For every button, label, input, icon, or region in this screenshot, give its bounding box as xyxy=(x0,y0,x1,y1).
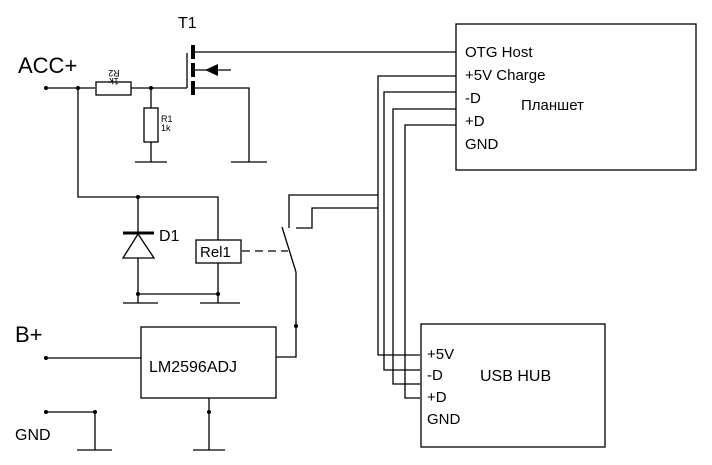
gnd-label: GND xyxy=(15,427,51,444)
tablet-pin-gnd: GND xyxy=(465,136,499,153)
tablet-pin-dminus: -D xyxy=(465,90,481,107)
hub-pin-gnd: GND xyxy=(427,411,461,428)
t1-label: T1 xyxy=(178,15,197,32)
regulator-block: B+ LM2596ADJ xyxy=(15,322,277,451)
tablet-block: OTG Host +5V Charge -D +D GND Планшет xyxy=(455,23,697,171)
r1-name: R1 xyxy=(161,114,173,124)
b-plus-label: B+ xyxy=(15,322,43,347)
rel1-label: Rel1 xyxy=(200,244,231,261)
tablet-title: Планшет xyxy=(521,97,584,114)
tablet-pin-5v: +5V Charge xyxy=(465,67,545,84)
arrow-icon xyxy=(205,64,218,76)
r1-value: 1k xyxy=(161,123,171,133)
tablet-pin-dplus: +D xyxy=(465,113,485,130)
hub-title: USB HUB xyxy=(480,368,551,385)
resistor-r2: R2 1k xyxy=(95,68,187,96)
d1-label: D1 xyxy=(159,228,180,245)
transistor-t1: T1 xyxy=(178,15,456,163)
r2-value: 1k xyxy=(109,76,119,86)
hub-pin-5v: +5V xyxy=(427,346,454,363)
usb-wires xyxy=(377,75,456,399)
regulator-label: LM2596ADJ xyxy=(149,359,237,376)
relay-switch xyxy=(276,194,420,358)
resistor-r1: R1 1k xyxy=(135,88,173,163)
hub-pin-dminus: -D xyxy=(427,367,443,384)
acc-label: ACC+ xyxy=(18,53,77,78)
relay-coil-circuit: D1 Rel1 xyxy=(77,88,288,304)
usb-hub-block: +5V -D +D GND USB HUB xyxy=(420,323,606,448)
tablet-pin-otg: OTG Host xyxy=(465,44,533,61)
acc-input xyxy=(44,86,95,90)
hub-pin-dplus: +D xyxy=(427,389,447,406)
gnd-input: GND xyxy=(15,410,112,451)
r2-name: R2 xyxy=(108,68,120,78)
